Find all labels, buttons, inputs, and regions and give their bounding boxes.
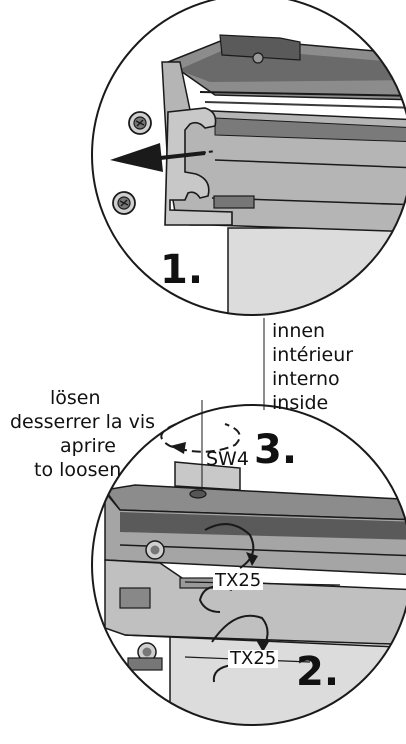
screw-icon: [128, 111, 152, 135]
slotted-bracket: [164, 107, 233, 226]
loosen-label-it: aprire: [60, 435, 116, 457]
inside-label-en: inside: [272, 392, 329, 414]
rotate-arrow-icon: [160, 423, 241, 453]
loosen-label-en: to loosen: [34, 459, 122, 481]
screw-icon: [112, 191, 136, 215]
detail-circle-step-1: [91, 0, 406, 316]
loosen-label-de: lösen: [50, 387, 101, 409]
inside-label-de: innen: [272, 320, 326, 342]
inside-label-fr: intérieur: [272, 344, 354, 366]
rotate-arrow-icon: [204, 523, 255, 569]
step-2-label: 2.: [296, 649, 340, 695]
tx25-upper-label: TX25: [213, 570, 264, 591]
step-1-label: 1.: [160, 247, 204, 293]
tx25-lower-label: TX25: [228, 648, 279, 669]
screw-icon: [145, 540, 165, 560]
step-3-label: 3.: [254, 427, 298, 473]
screw-icon: [137, 642, 157, 662]
sw4-label: SW4: [206, 448, 249, 470]
remove-arrow: [110, 143, 163, 172]
detail-circle-steps-2-3: [91, 404, 406, 726]
rail-screw: [252, 52, 264, 64]
rotate-arrow-icon: [211, 614, 269, 647]
loosen-label-fr: desserrer la vis: [10, 411, 156, 433]
inside-label-it: interno: [272, 368, 340, 390]
